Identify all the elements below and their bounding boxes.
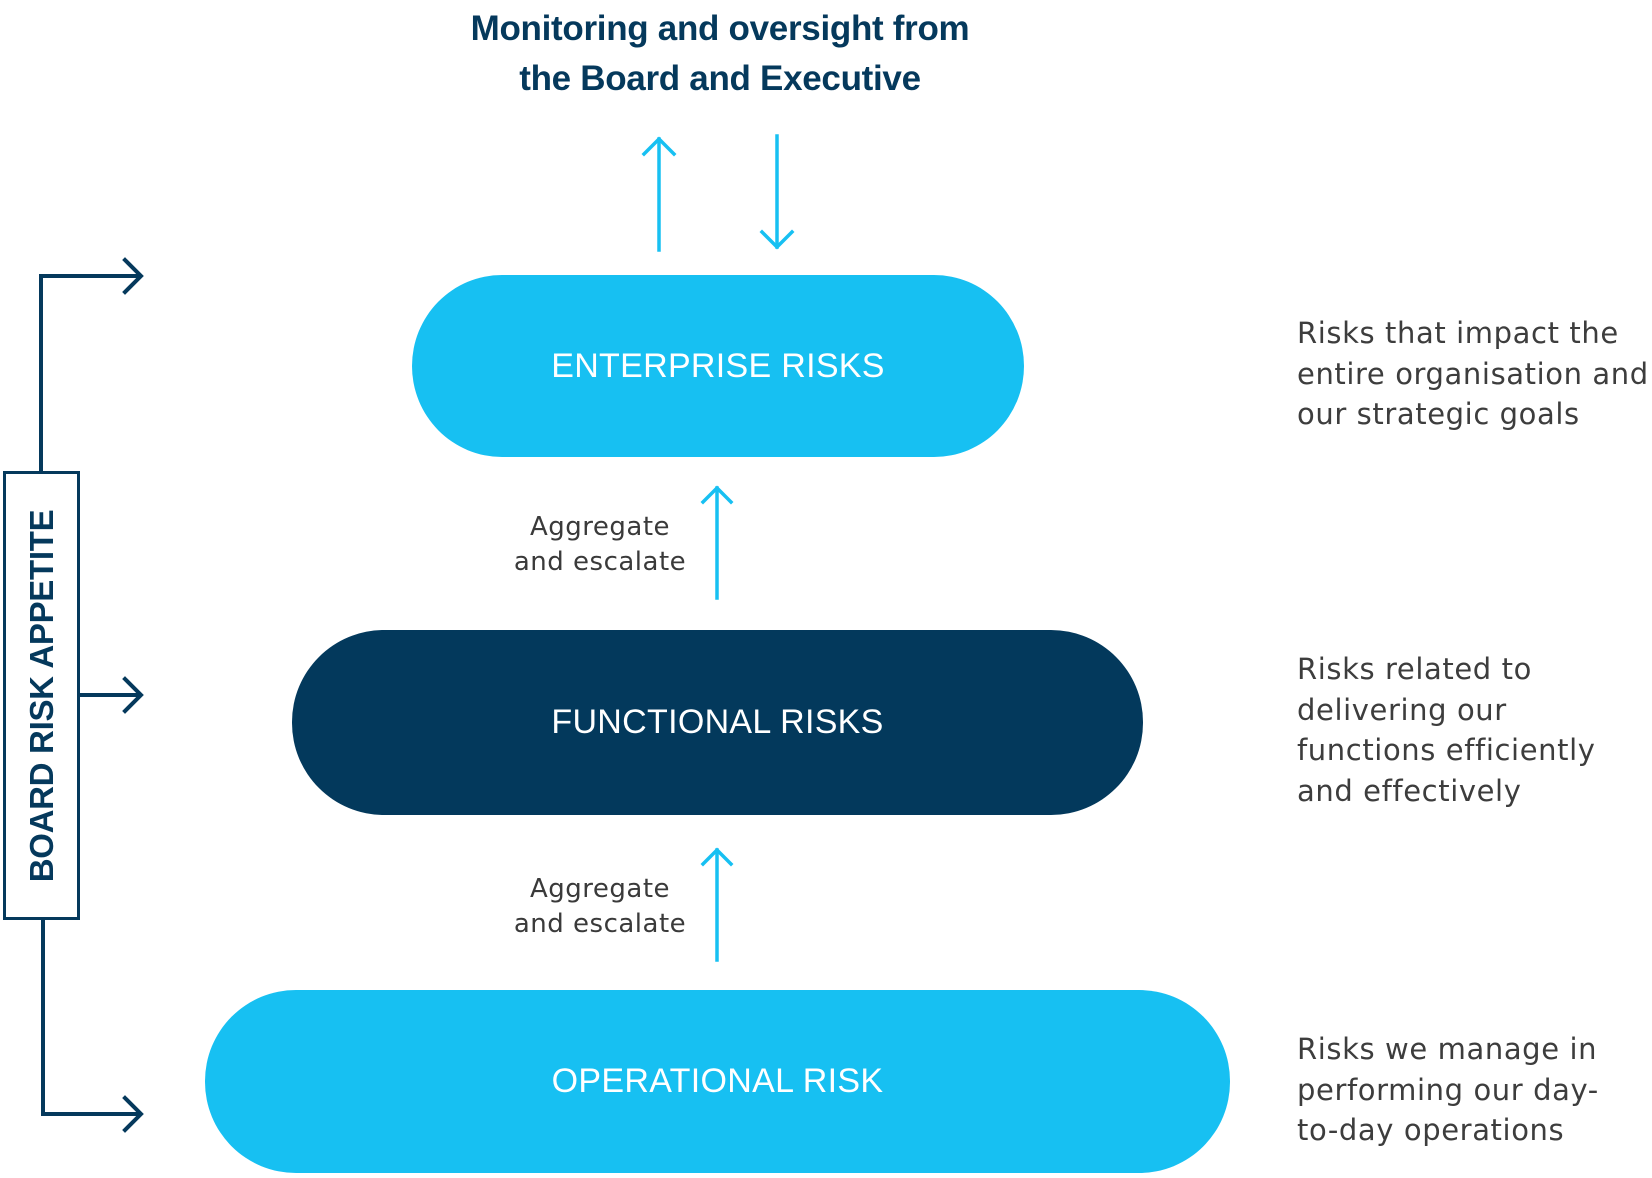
- description-line: functions efficiently: [1297, 733, 1596, 767]
- description-line: our strategic goals: [1297, 397, 1580, 431]
- description-line: and effectively: [1297, 773, 1522, 808]
- operational-risk-description: Risks we manage in performing our day- t…: [1297, 1029, 1599, 1151]
- aggregate-label-line: and escalate: [513, 909, 687, 939]
- description-line: Risks related to: [1297, 652, 1532, 686]
- description-line: entire organisation and: [1297, 356, 1649, 391]
- description-line: delivering our: [1297, 692, 1507, 727]
- enterprise-risks-tier: ENTERPRISE RISKS: [412, 275, 1024, 457]
- arrow-up-icon: [641, 136, 677, 252]
- aggregate-label-lower: Aggregate and escalate: [495, 872, 705, 942]
- enterprise-risks-description: Risks that impact the entire organisatio…: [1297, 313, 1649, 435]
- functional-risks-label: FUNCTIONAL RISKS: [551, 703, 884, 741]
- aggregate-arrow-lower-icon: [700, 847, 734, 962]
- operational-risk-label: OPERATIONAL RISK: [551, 1062, 884, 1100]
- aggregate-label-upper: Aggregate and escalate: [495, 510, 705, 580]
- board-risk-appetite-box: BOARD RISK APPETITE: [3, 471, 80, 920]
- functional-risks-tier: FUNCTIONAL RISKS: [292, 630, 1143, 815]
- title-line-1: Monitoring and oversight from: [470, 9, 970, 48]
- aggregate-arrow-upper-icon: [700, 485, 734, 600]
- description-line: Risks that impact the: [1297, 316, 1619, 350]
- diagram-title: Monitoring and oversight from the Board …: [320, 4, 1120, 104]
- description-line: Risks we manage in: [1297, 1032, 1598, 1066]
- operational-risk-tier: OPERATIONAL RISK: [205, 990, 1230, 1173]
- aggregate-label-line: Aggregate: [529, 512, 671, 542]
- arrow-down-icon: [759, 134, 795, 250]
- description-line: to-day operations: [1297, 1113, 1565, 1147]
- enterprise-risks-label: ENTERPRISE RISKS: [551, 346, 885, 385]
- board-risk-appetite-label: BOARD RISK APPETITE: [22, 509, 60, 882]
- aggregate-label-line: Aggregate: [529, 874, 671, 904]
- functional-risks-description: Risks related to delivering our function…: [1297, 649, 1596, 811]
- aggregate-label-line: and escalate: [513, 547, 687, 577]
- description-line: performing our day-: [1297, 1072, 1599, 1107]
- board-bracket: [39, 257, 144, 1133]
- title-line-2: the Board and Executive: [519, 59, 921, 98]
